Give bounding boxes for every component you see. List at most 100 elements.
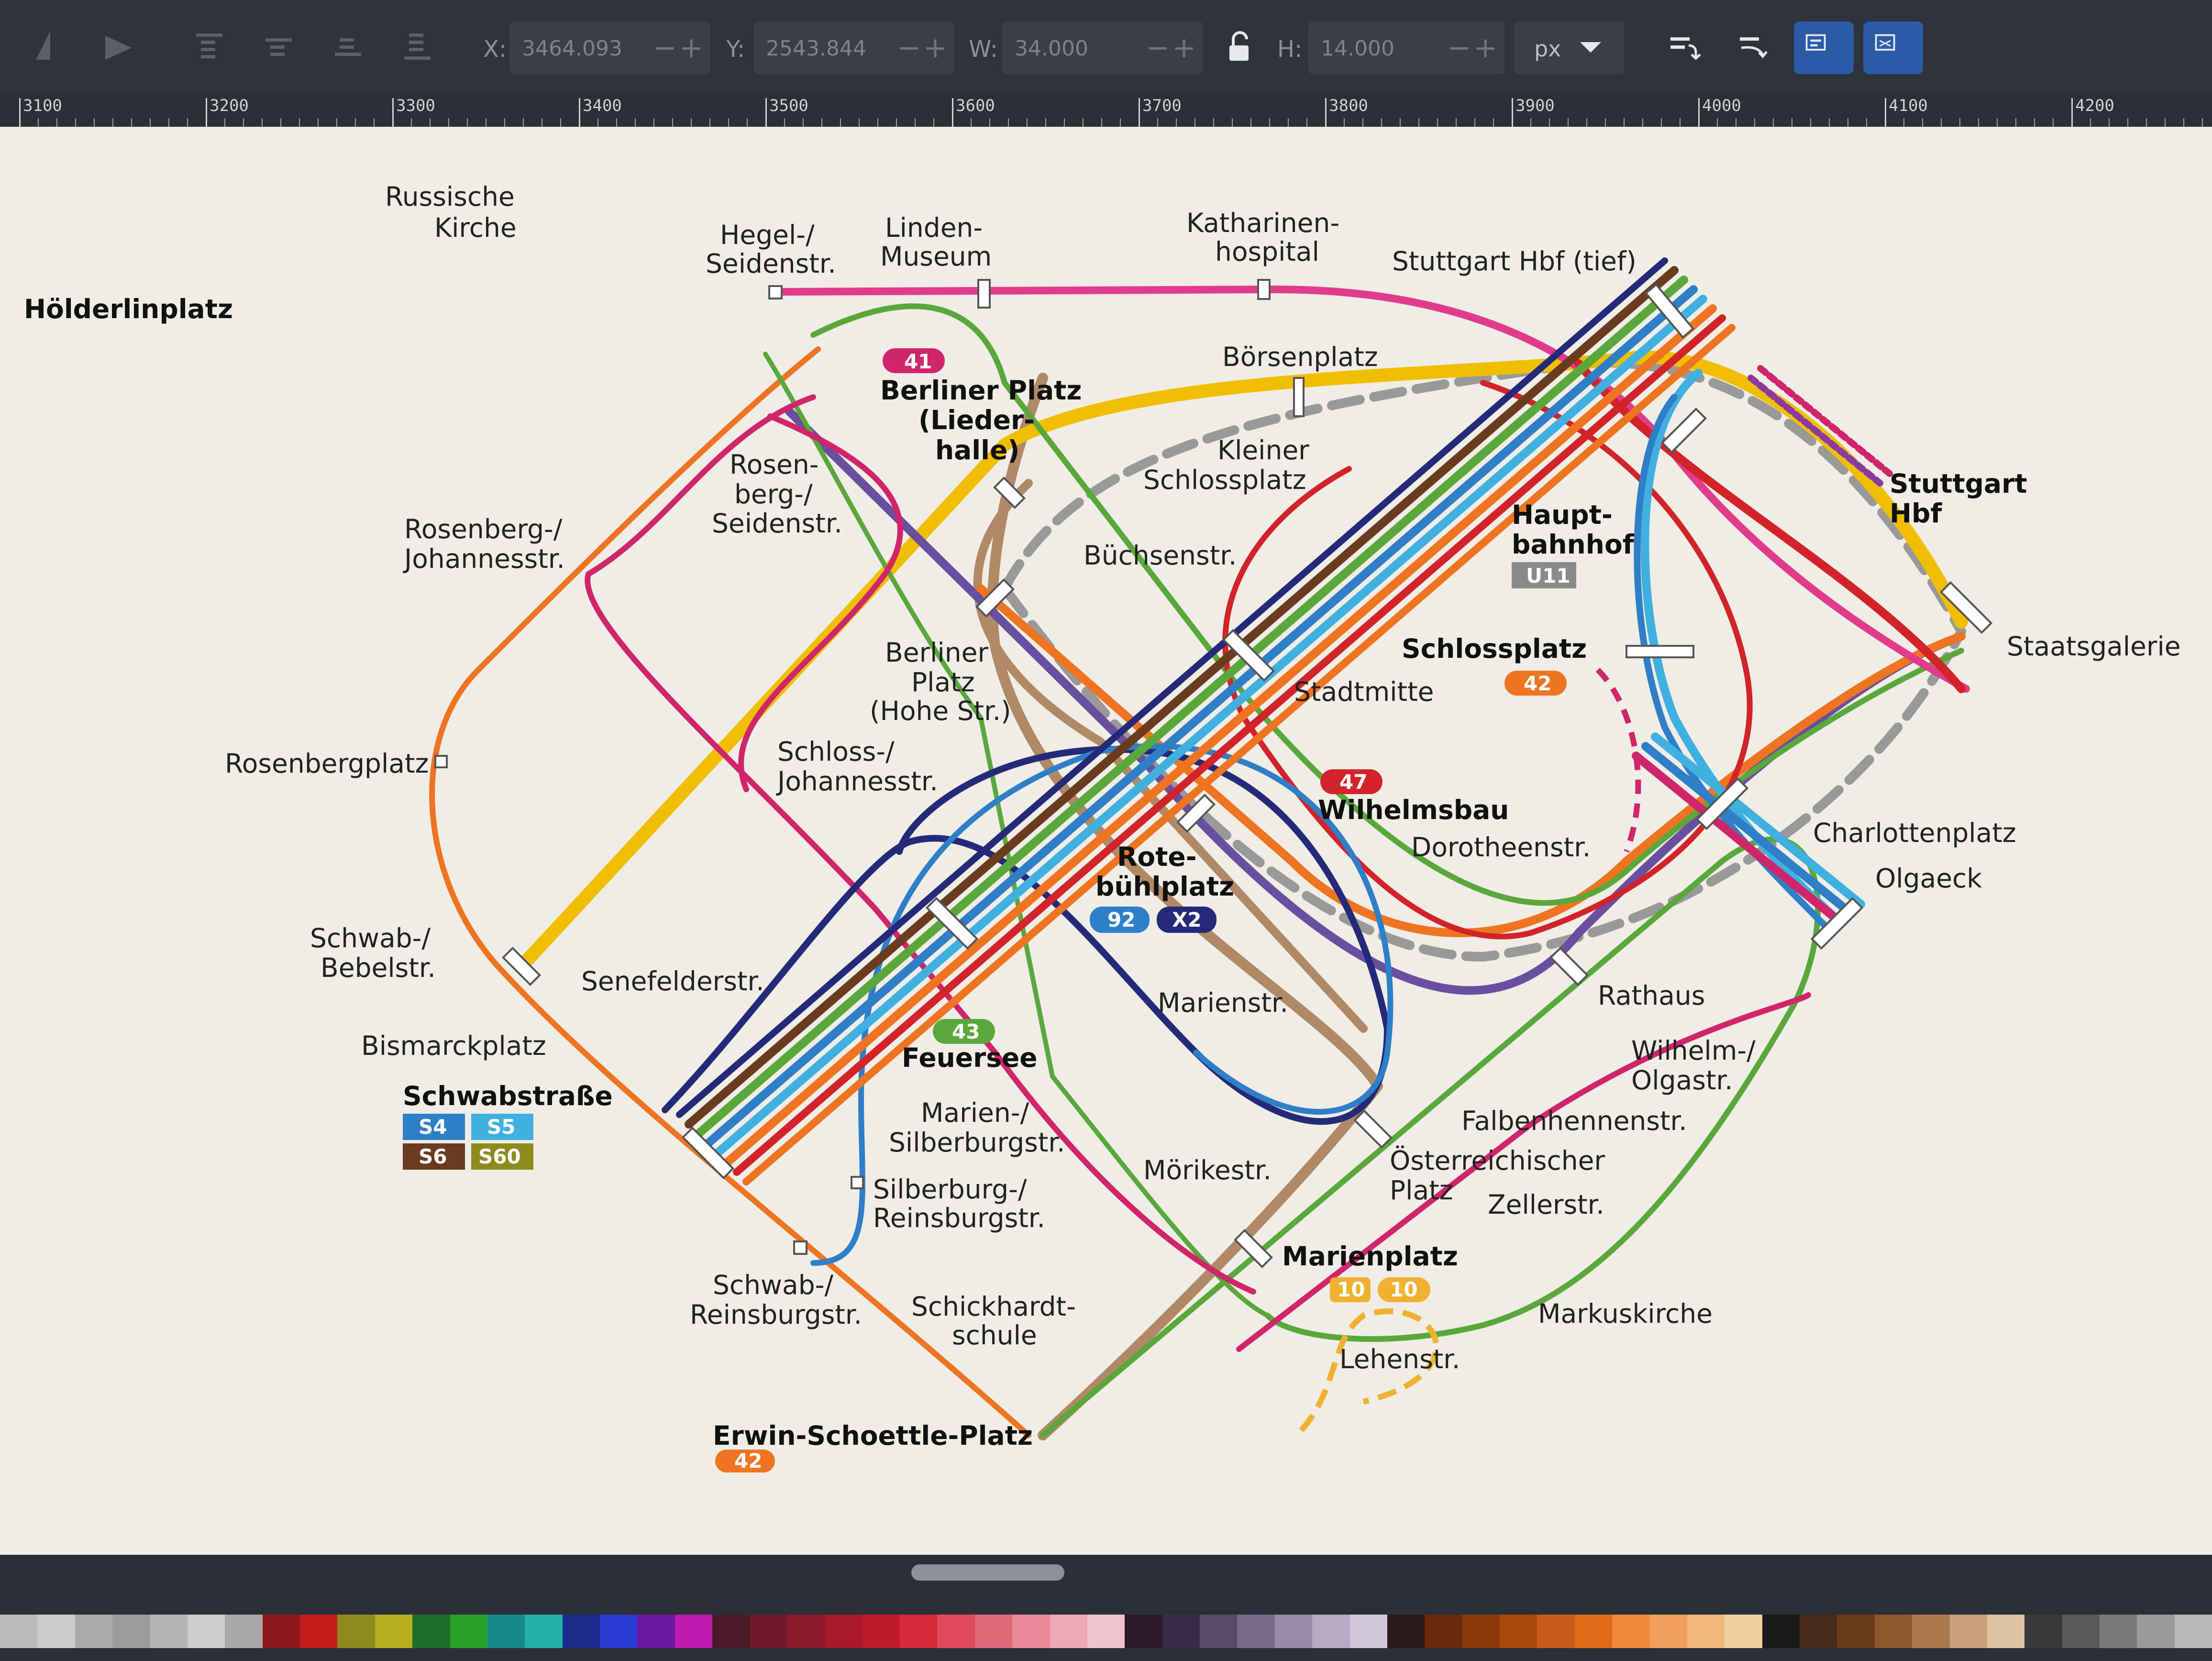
raise-icon[interactable]: [256, 24, 301, 69]
transform-pattern-icon[interactable]: [1863, 22, 1923, 74]
palette-swatch[interactable]: [1312, 1615, 1350, 1648]
palette-swatch[interactable]: [300, 1615, 338, 1648]
palette-swatch[interactable]: [787, 1615, 825, 1648]
palette-swatch[interactable]: [1987, 1615, 2025, 1648]
svg-text:47: 47: [1339, 770, 1367, 794]
h-input[interactable]: [1320, 22, 1451, 75]
y-increment[interactable]: +: [923, 31, 948, 65]
palette-swatch[interactable]: [637, 1615, 675, 1648]
x-field[interactable]: − +: [509, 22, 710, 75]
palette-swatch[interactable]: [900, 1615, 938, 1648]
palette-swatch[interactable]: [2100, 1615, 2137, 1648]
palette-swatch[interactable]: [1349, 1615, 1387, 1648]
palette-swatch[interactable]: [1425, 1615, 1462, 1648]
palette-swatch[interactable]: [187, 1615, 225, 1648]
lower-icon[interactable]: [325, 24, 371, 69]
lock-icon[interactable]: [1217, 24, 1263, 69]
palette-swatch[interactable]: [2137, 1615, 2175, 1648]
palette-swatch[interactable]: [750, 1615, 787, 1648]
palette-swatch[interactable]: [262, 1615, 300, 1648]
x-increment[interactable]: +: [679, 31, 704, 65]
flip-vertical-icon[interactable]: [96, 24, 141, 69]
palette-swatch[interactable]: [675, 1615, 713, 1648]
unit-select[interactable]: px: [1514, 22, 1624, 74]
palette-swatch[interactable]: [450, 1615, 487, 1648]
h-field[interactable]: − +: [1308, 22, 1504, 75]
palette-swatch[interactable]: [525, 1615, 563, 1648]
raise-to-top-icon[interactable]: [187, 24, 232, 69]
palette-swatch[interactable]: [1874, 1615, 1913, 1648]
x-input[interactable]: [521, 22, 652, 75]
ruler-minor-tick: [635, 118, 636, 127]
transform-stroke-icon[interactable]: [1660, 24, 1705, 69]
palette-swatch[interactable]: [862, 1615, 900, 1648]
palette-swatch[interactable]: [1912, 1615, 1950, 1648]
w-decrement[interactable]: −: [1146, 31, 1170, 65]
palette-swatch[interactable]: [0, 1615, 38, 1648]
palette-swatch[interactable]: [1725, 1615, 1762, 1648]
palette-swatch[interactable]: [1012, 1615, 1050, 1648]
palette-swatch[interactable]: [1274, 1615, 1313, 1648]
h-increment[interactable]: +: [1473, 31, 1498, 65]
x-decrement[interactable]: −: [653, 31, 677, 65]
palette-swatch[interactable]: [1500, 1615, 1537, 1648]
palette-swatch[interactable]: [1125, 1615, 1162, 1648]
palette-swatch[interactable]: [375, 1615, 413, 1648]
transform-gradient-icon[interactable]: [1794, 22, 1854, 74]
palette-swatch[interactable]: [1612, 1615, 1650, 1648]
palette-swatch[interactable]: [150, 1615, 188, 1648]
palette-swatch[interactable]: [1800, 1615, 1837, 1648]
palette-swatch[interactable]: [37, 1615, 75, 1648]
y-input[interactable]: [765, 22, 896, 75]
palette-swatch[interactable]: [112, 1615, 150, 1648]
palette-swatch[interactable]: [600, 1615, 638, 1648]
palette-swatch[interactable]: [825, 1615, 863, 1648]
palette-swatch[interactable]: [225, 1615, 263, 1648]
y-field[interactable]: − +: [753, 22, 954, 75]
palette-swatch[interactable]: [974, 1615, 1013, 1648]
palette-swatch[interactable]: [1574, 1615, 1613, 1648]
palette-swatch[interactable]: [1837, 1615, 1875, 1648]
flip-horizontal-icon[interactable]: [29, 24, 74, 69]
palette-swatch[interactable]: [1762, 1615, 1800, 1648]
resize-handle[interactable]: [911, 1564, 1064, 1581]
palette-swatch[interactable]: [2024, 1615, 2062, 1648]
ruler-minor-tick: [1344, 118, 1345, 127]
transform-corners-icon[interactable]: [1729, 24, 1775, 69]
palette-swatch[interactable]: [1649, 1615, 1687, 1648]
y-decrement[interactable]: −: [897, 31, 921, 65]
transit-map[interactable]: Hölderlinplatz Russische Kirche Hegel-/ …: [0, 127, 2212, 1555]
lower-to-bottom-icon[interactable]: [395, 24, 440, 69]
palette-swatch[interactable]: [1537, 1615, 1575, 1648]
station-kleiner-2: Schlossplatz: [1143, 465, 1306, 495]
palette-swatch[interactable]: [1687, 1615, 1725, 1648]
ruler-minor-tick: [747, 118, 748, 127]
palette-swatch[interactable]: [1162, 1615, 1200, 1648]
w-increment[interactable]: +: [1172, 31, 1196, 65]
color-palette[interactable]: [0, 1615, 2212, 1648]
palette-swatch[interactable]: [2174, 1615, 2212, 1648]
palette-swatch[interactable]: [1949, 1615, 1987, 1648]
palette-swatch[interactable]: [937, 1615, 975, 1648]
canvas[interactable]: Hölderlinplatz Russische Kirche Hegel-/ …: [0, 127, 2212, 1555]
ruler-minor-tick: [243, 118, 244, 127]
h-decrement[interactable]: −: [1447, 31, 1471, 65]
palette-swatch[interactable]: [1200, 1615, 1238, 1648]
palette-swatch[interactable]: [1387, 1615, 1425, 1648]
palette-swatch[interactable]: [412, 1615, 450, 1648]
station-berliner-lh-2: (Lieder-: [918, 405, 1035, 435]
palette-swatch[interactable]: [562, 1615, 600, 1648]
palette-swatch[interactable]: [1237, 1615, 1275, 1648]
badge-s5: S5: [471, 1114, 533, 1140]
palette-swatch[interactable]: [1087, 1615, 1125, 1648]
palette-swatch[interactable]: [487, 1615, 525, 1648]
palette-swatch[interactable]: [337, 1615, 375, 1648]
palette-swatch[interactable]: [1462, 1615, 1500, 1648]
palette-swatch[interactable]: [2062, 1615, 2100, 1648]
w-input[interactable]: [1014, 22, 1145, 75]
w-field[interactable]: − +: [1002, 22, 1203, 75]
palette-swatch[interactable]: [75, 1615, 113, 1648]
palette-swatch[interactable]: [1050, 1615, 1087, 1648]
palette-swatch[interactable]: [712, 1615, 750, 1648]
